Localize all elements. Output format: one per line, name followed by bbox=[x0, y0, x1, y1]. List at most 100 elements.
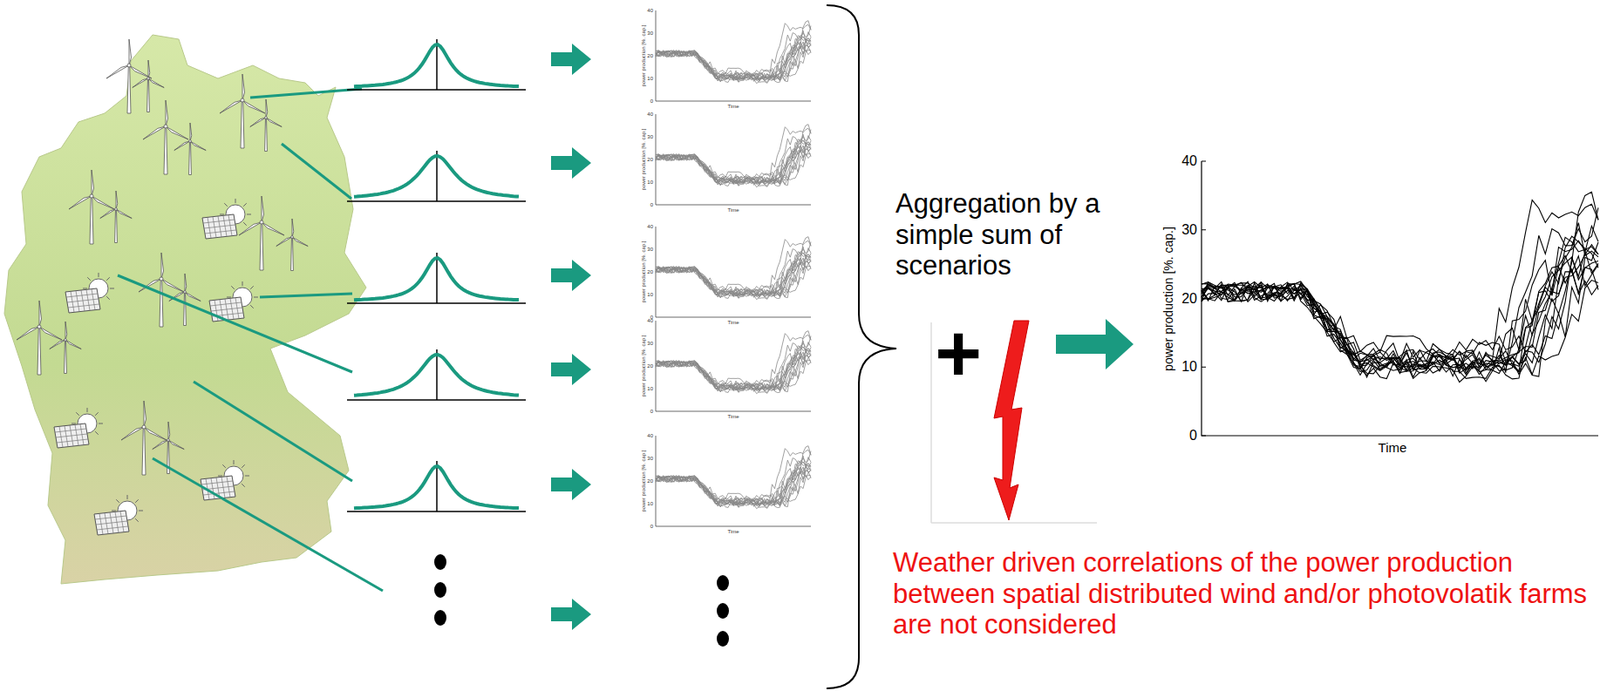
stroke bbox=[89, 194, 94, 198]
pv-panel bbox=[54, 408, 103, 449]
stroke bbox=[165, 126, 189, 140]
stroke bbox=[226, 297, 232, 299]
scenario-line bbox=[1201, 240, 1599, 371]
tick-label: 20 bbox=[646, 53, 654, 60]
stroke bbox=[96, 526, 129, 531]
tick-label: 0 bbox=[650, 524, 654, 531]
stroke bbox=[184, 292, 201, 302]
scenario-line bbox=[655, 346, 811, 391]
stroke bbox=[106, 65, 130, 79]
wind-turbine bbox=[49, 321, 82, 375]
scenario-line bbox=[1201, 207, 1599, 374]
wind-turbine bbox=[219, 74, 266, 149]
stroke bbox=[121, 427, 144, 441]
wind-turbine bbox=[174, 122, 206, 176]
tick-label: 30 bbox=[646, 340, 654, 348]
distribution-curve bbox=[354, 258, 519, 300]
stroke bbox=[37, 326, 41, 375]
stroke bbox=[115, 499, 120, 504]
scenario-line bbox=[1201, 245, 1599, 376]
stroke bbox=[204, 230, 237, 234]
pv-panel bbox=[94, 495, 143, 536]
axis bbox=[655, 320, 811, 412]
stroke bbox=[64, 340, 68, 375]
tick-label: 30 bbox=[1181, 222, 1198, 239]
stroke bbox=[241, 464, 246, 469]
stroke bbox=[240, 100, 245, 149]
axis-title: power production [%. cap.] bbox=[640, 334, 647, 397]
axis-title: power production [%. cap.] bbox=[640, 24, 647, 87]
stroke bbox=[261, 196, 265, 223]
tick-label: 30 bbox=[646, 456, 654, 463]
tick-label: 0 bbox=[650, 98, 654, 105]
stroke bbox=[167, 439, 171, 443]
axis bbox=[435, 39, 438, 90]
stroke bbox=[202, 214, 238, 239]
stroke bbox=[49, 340, 66, 350]
stroke bbox=[203, 219, 235, 224]
stroke bbox=[115, 190, 118, 210]
stroke bbox=[241, 483, 246, 488]
axis-title: Time bbox=[727, 103, 739, 110]
stroke bbox=[115, 209, 118, 244]
tick-label: 10 bbox=[646, 75, 654, 82]
tick-label: 0 bbox=[650, 408, 654, 416]
stroke bbox=[54, 428, 87, 433]
wind-turbine bbox=[238, 196, 285, 271]
pv-panel bbox=[200, 460, 250, 501]
stroke bbox=[111, 510, 116, 512]
stroke bbox=[183, 291, 187, 294]
scenario-line bbox=[655, 251, 811, 293]
pv-panel bbox=[202, 198, 252, 239]
stroke bbox=[231, 285, 235, 290]
green-arrow bbox=[551, 259, 592, 292]
scenario-line bbox=[655, 446, 811, 508]
stroke bbox=[159, 277, 164, 281]
stroke bbox=[147, 78, 150, 113]
plus-sign: + bbox=[934, 313, 982, 394]
scenario-line bbox=[655, 347, 811, 390]
scenario-line bbox=[655, 346, 811, 388]
stroke bbox=[39, 326, 62, 341]
stroke bbox=[142, 427, 146, 476]
stroke bbox=[222, 464, 226, 469]
stroke bbox=[106, 296, 110, 300]
axis-title: power production [%. cap.] bbox=[640, 240, 647, 303]
scenario-line bbox=[655, 252, 811, 296]
wind-turbine bbox=[142, 100, 189, 175]
tick bbox=[1201, 229, 1206, 231]
aggregation-note: Aggregation by a simple sum of scenarios bbox=[895, 188, 1110, 282]
stroke bbox=[217, 476, 223, 477]
scenario-line bbox=[655, 140, 811, 184]
axis-title: Time bbox=[727, 320, 739, 327]
stroke bbox=[68, 196, 92, 210]
stroke bbox=[64, 339, 68, 342]
scenario-line bbox=[655, 242, 811, 298]
axis bbox=[655, 435, 811, 527]
stroke bbox=[210, 302, 242, 307]
germany-map bbox=[4, 34, 367, 585]
tick-label: 0 bbox=[1189, 428, 1198, 444]
continuation-dots bbox=[434, 554, 729, 647]
stroke bbox=[238, 222, 262, 236]
axis bbox=[655, 226, 811, 318]
stroke bbox=[55, 434, 88, 438]
axis-title: power production [%. cap.] bbox=[1161, 226, 1176, 372]
axis bbox=[435, 349, 438, 401]
stroke bbox=[265, 117, 282, 128]
axis bbox=[435, 150, 438, 202]
axis bbox=[655, 10, 811, 102]
tick-label: 20 bbox=[646, 269, 654, 276]
tick-label: 20 bbox=[1181, 290, 1198, 307]
tick-label: 40 bbox=[1181, 153, 1198, 170]
scenario-line bbox=[1201, 225, 1599, 368]
axis bbox=[435, 252, 438, 304]
tick-label: 40 bbox=[646, 224, 654, 231]
axis-title: Time bbox=[727, 207, 739, 214]
axis bbox=[655, 114, 811, 205]
tick bbox=[1201, 367, 1206, 368]
stroke bbox=[142, 425, 146, 429]
green-arrow bbox=[551, 599, 592, 631]
tick bbox=[1201, 435, 1206, 437]
scenario-line bbox=[655, 129, 811, 185]
